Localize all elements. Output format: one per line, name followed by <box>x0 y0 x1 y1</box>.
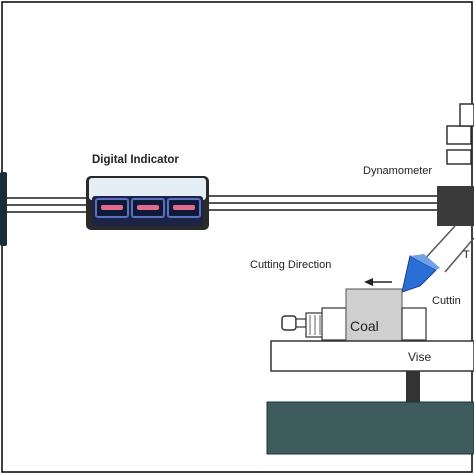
cutting-direction-label: Cutting Direction <box>250 259 331 271</box>
clamp-screw <box>281 307 347 341</box>
coal-label: Coal <box>350 318 379 334</box>
left-device <box>0 172 7 246</box>
digital-indicator-label: Digital Indicator <box>92 154 179 166</box>
dynamometer <box>437 103 474 226</box>
vise <box>270 340 474 372</box>
tool-holder-line <box>421 225 456 263</box>
dynamometer-label: Dynamometer <box>363 165 432 177</box>
arrow-left-icon <box>364 278 392 286</box>
tool-holder-line-2 <box>444 237 474 273</box>
base-table <box>266 401 474 455</box>
cable-left <box>7 197 86 213</box>
tool-label: T <box>463 249 470 261</box>
vise-label: Vise <box>408 350 431 364</box>
vise-post <box>406 371 420 402</box>
cutting-tool <box>401 254 440 293</box>
cutting-label: Cuttin <box>432 295 461 307</box>
digital-indicator <box>86 176 209 230</box>
cable-right <box>209 195 437 211</box>
vise-jaw-right <box>401 307 427 341</box>
